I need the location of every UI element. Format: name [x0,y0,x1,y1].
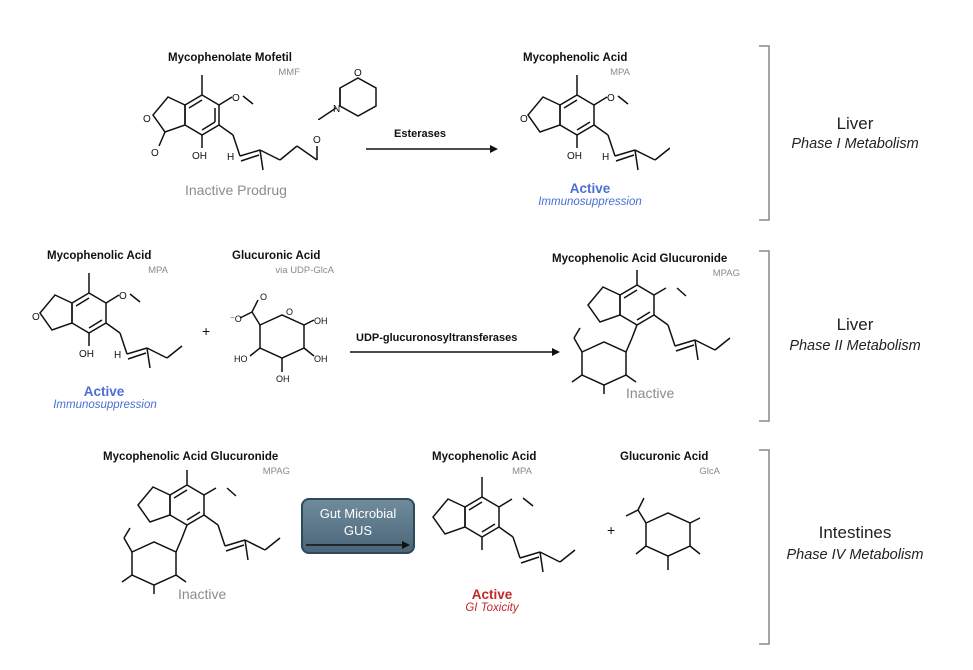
ugt-label: UDP-glucuronosyltransferases [356,332,518,344]
bracket-row1 [757,45,771,226]
morpholine-ring: O N [317,40,388,125]
atom-oh: OH [314,316,328,326]
glca-name-row3: Glucuronic Acid [620,451,709,463]
plus-sign-row3: + [607,522,616,538]
mpa-state-row1: Active [569,181,611,196]
mpag-state-row3: Inactive [178,586,227,602]
bracket-row2 [757,250,771,427]
bracket-svg [759,250,770,422]
mpa-structure-row2: O O OH H [32,258,192,381]
mmf-abbr: MMF [278,67,300,78]
mpa-effect-row3: GI Toxicity [465,602,519,614]
mpag-abbr-row2: MPAG [712,268,740,279]
atom-o-minus: ⁻O [230,314,242,324]
atom-o: O [32,312,40,323]
mpag-structure-svg [571,270,731,394]
atom-h: H [114,350,121,361]
mpa-abbr-row1: MPA [610,67,630,78]
atom-o: O [354,68,362,79]
mpag-structure-row3 [110,470,300,605]
bracket-row3 [757,449,771,650]
mpa-state-row3: Active [471,587,513,602]
phase-row2: Phase II Metabolism [789,338,921,354]
mmf-structure: O O O OH H O [135,60,360,185]
glca-abbr-row2: via UDP-GlcA [275,265,334,276]
mpag-state-row2: Inactive [626,385,675,401]
mpa-structure-svg: O O OH H [520,75,671,171]
mmf-structure-svg: O O O OH H O [143,75,321,171]
plus-sign-row2: + [202,323,211,339]
glca-structure-row3 [616,488,726,593]
mpag-name-row3: Mycophenolic Acid Glucuronide [103,451,279,463]
mpa-name-row2: Mycophenolic Acid [47,250,152,262]
mpa-structure-row3 [425,462,585,585]
arrow-svg [350,348,560,356]
gus-label-line2: GUS [343,523,373,538]
atom-oh: OH [192,151,207,162]
phase-row3: Phase IV Metabolism [786,547,924,563]
mpag-abbr-row3: MPAG [262,466,290,477]
atom-o: O [520,114,528,125]
glca-name-row2: Glucuronic Acid [232,250,321,262]
atom-o: O [260,292,267,302]
mpa-name-row1: Mycophenolic Acid [523,52,628,64]
morpholine-svg: O N [317,68,377,121]
reaction-arrow-ugt [350,345,560,364]
organ-row2: Liver [836,315,874,334]
mpa-name-row3: Mycophenolic Acid [432,451,537,463]
arrow-svg [306,541,410,549]
atom-h: H [602,152,609,163]
mpa-effect-row1: Immunosuppression [538,196,642,208]
atom-h: H [227,152,234,163]
glca-abbr-row3: GlcA [699,466,720,477]
atom-o: O [151,148,159,159]
gus-label-line1: Gut Microbial [319,506,397,521]
atom-o: O [313,135,321,146]
mpa-abbr-row3: MPA [512,466,532,477]
mpag-structure-row2 [560,270,750,405]
glca-structure-svg [625,497,701,570]
reaction-arrow-esterases [366,142,498,161]
mpa-state-row2: Active [83,384,125,399]
mpag-name-row2: Mycophenolic Acid Glucuronide [552,253,728,265]
mpag-structure-svg [121,470,281,594]
atom-oh: OH [567,151,582,162]
bracket-svg [759,45,770,221]
glca-structure-svg: O ⁻O O OH OH HO OH [230,292,328,384]
atom-o: O [143,114,151,125]
mmf-state: Inactive Prodrug [185,182,287,198]
mmf-name: Mycophenolate Mofetil [168,52,292,64]
bracket-svg [759,449,770,645]
mpa-effect-row2: Immunosuppression [53,399,157,411]
mpa-structure-svg [432,477,576,573]
organ-row3: Intestines [818,523,892,542]
atom-oh: OH [314,354,328,364]
atom-oh: OH [276,374,290,384]
mpa-abbr-row2: MPA [148,265,168,276]
glca-structure-row2: O ⁻O O OH OH HO OH [230,290,340,395]
atom-o: O [232,93,240,104]
reaction-arrow-gus [302,538,412,556]
arrow-svg [366,145,498,153]
atom-n: N [333,104,340,115]
atom-ho: HO [234,354,248,364]
atom-o: O [607,93,615,104]
atom-o: O [286,307,293,317]
mpa-structure-row1: O O OH H [520,60,671,185]
atom-o: O [119,291,127,302]
organ-row1: Liver [836,114,874,133]
atom-oh: OH [79,349,94,360]
mpa-structure-svg: O O OH H [32,273,183,369]
phase-row1: Phase I Metabolism [791,136,919,152]
esterases-label: Esterases [394,128,446,140]
